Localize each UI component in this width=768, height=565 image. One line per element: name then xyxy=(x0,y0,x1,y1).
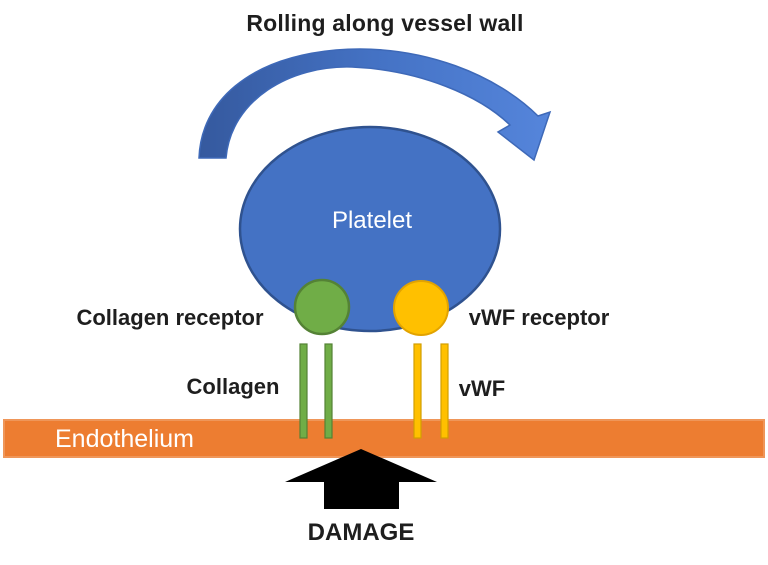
endothelium-bar xyxy=(3,419,765,458)
damage-label: DAMAGE xyxy=(307,519,415,546)
vwf-receptor-circle xyxy=(393,280,449,336)
vwf-label: vWF xyxy=(458,376,506,401)
collagen-strand xyxy=(299,343,308,439)
collagen-receptor-circle xyxy=(293,278,351,336)
damage-arrow-icon xyxy=(285,449,437,509)
vwf-strand xyxy=(413,343,422,439)
vwf-strand xyxy=(440,343,449,439)
collagen-label: Collagen xyxy=(186,374,280,399)
platelet-body xyxy=(238,125,502,333)
collagen-receptor-label: Collagen receptor xyxy=(76,305,264,330)
endothelium-label: Endothelium xyxy=(55,425,194,453)
collagen-strand xyxy=(324,343,333,439)
diagram-title: Rolling along vessel wall xyxy=(246,10,524,36)
rolling-arrow-icon xyxy=(198,48,552,162)
vwf-receptor-label: vWF receptor xyxy=(468,305,610,330)
platelet-label: Platelet xyxy=(331,207,413,234)
